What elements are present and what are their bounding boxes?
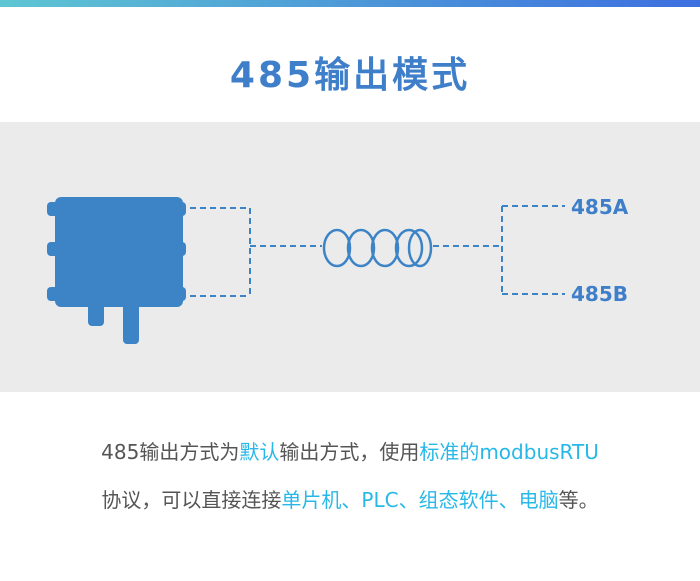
desc-highlight: 默认: [239, 440, 280, 464]
terminal-label-485b: 485B: [571, 282, 628, 306]
desc-highlight: 、PLC、: [341, 488, 419, 512]
terminal-label-485a: 485A: [571, 195, 629, 219]
left-wiring: [190, 207, 322, 297]
desc-text: 输出方式，使用: [279, 440, 420, 464]
page-title: 485输出模式: [229, 55, 471, 96]
twisted-pair-cable-icon: [322, 228, 433, 268]
wiring-diagram-panel: 485A 485B: [0, 122, 700, 392]
desc-highlight: 电脑: [518, 488, 559, 512]
desc-highlight: modbusRTU: [479, 440, 599, 464]
transmitter-device-icon: [47, 197, 186, 344]
desc-text: 协议，可以直接连接: [101, 488, 282, 512]
desc-text: 485输出方式为: [101, 440, 240, 464]
right-wiring: [433, 205, 565, 295]
desc-text: 等。: [558, 488, 599, 512]
desc-highlight: 、: [498, 488, 519, 512]
desc-highlight: 组态软件: [418, 488, 499, 512]
top-gradient-bar: [0, 0, 700, 7]
description-line-2: 协议，可以直接连接单片机、PLC、组态软件、电脑等。: [0, 484, 700, 513]
desc-highlight: 标准的: [419, 440, 480, 464]
description-line-1: 485输出方式为默认输出方式，使用标准的modbusRTU: [0, 436, 700, 465]
desc-highlight: 单片机: [281, 488, 342, 512]
wiring-diagram: [47, 197, 565, 344]
